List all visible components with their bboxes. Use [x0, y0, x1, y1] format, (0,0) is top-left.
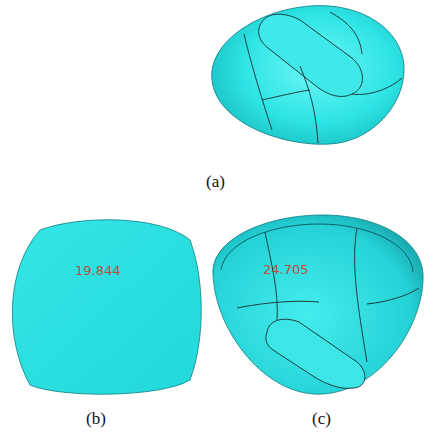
shape-outline — [207, 212, 429, 398]
area-value: 19.844 — [75, 263, 121, 278]
subfigure-label: (a) — [206, 172, 225, 192]
subfigure-label: (b) — [86, 409, 106, 429]
bowl-shape-c: 24.705 — [207, 212, 429, 398]
area-value: 24.705 — [263, 262, 309, 277]
flat-shape-b: 19.844 — [5, 215, 205, 397]
shape-outline — [5, 215, 205, 397]
subfigure-label: (c) — [312, 409, 331, 429]
